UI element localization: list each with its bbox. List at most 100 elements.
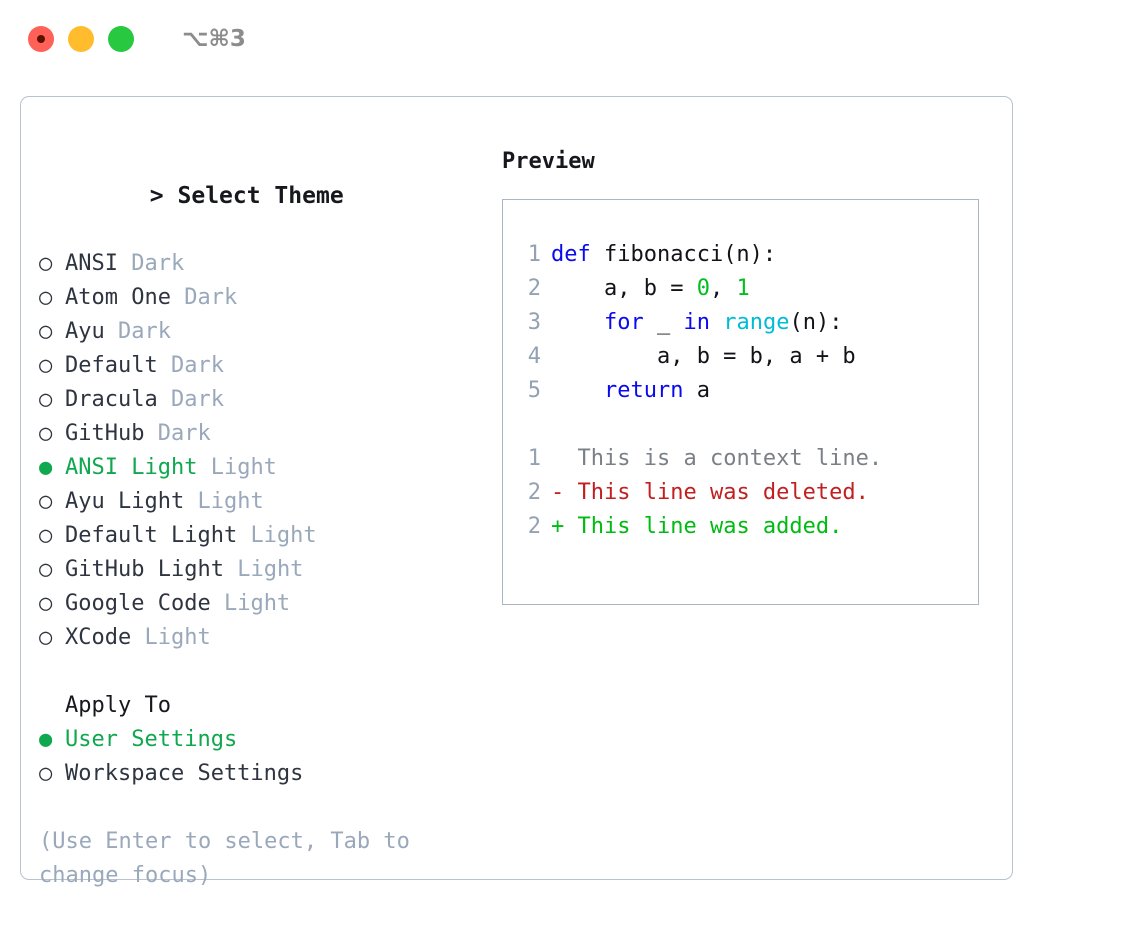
name-tag-separator	[131, 625, 144, 650]
code-token: fibonacci(n):	[603, 242, 777, 267]
name-tag-separator	[224, 557, 237, 582]
code-line-number: 5	[527, 378, 541, 403]
theme-list-item[interactable]: ○ Google Code Light	[39, 587, 489, 621]
theme-picker-header: > Select Theme	[39, 145, 489, 247]
theme-name-label: Google Code	[65, 591, 211, 616]
preview-gap	[517, 408, 978, 442]
theme-variant-tag: Light	[144, 625, 211, 650]
radio-selected-icon[interactable]: ●	[39, 455, 53, 480]
apply-to-label: Workspace Settings	[65, 761, 304, 786]
prompt-caret-icon: >	[149, 183, 164, 209]
diff-line-number: 2	[527, 480, 541, 505]
apply-to-item[interactable]: ● User Settings	[39, 723, 489, 757]
radio-unselected-icon[interactable]: ○	[39, 557, 53, 582]
theme-name-label: Ayu Light	[65, 489, 185, 514]
code-token: a, b = b, a + b	[551, 344, 856, 369]
code-token: (n):	[789, 310, 843, 335]
name-tag-separator	[184, 489, 197, 514]
theme-name-label: ANSI Light	[65, 455, 198, 480]
theme-variant-tag: Dark	[118, 319, 171, 344]
apply-to-header: Apply To	[65, 693, 171, 718]
theme-name-label: Atom One	[65, 285, 171, 310]
code-line-number: 2	[527, 276, 541, 301]
radio-unselected-icon[interactable]: ○	[39, 387, 53, 412]
theme-list-item[interactable]: ○Ayu Dark	[39, 315, 489, 349]
name-tag-separator	[237, 523, 250, 548]
close-button[interactable]	[28, 26, 54, 52]
radio-unselected-icon[interactable]: ○	[39, 761, 53, 786]
radio-unselected-icon[interactable]: ○	[39, 523, 53, 548]
content-frame: > Select Theme ○ANSI Dark○Atom One Dark○…	[20, 96, 1013, 888]
theme-variant-tag: Dark	[157, 421, 211, 446]
diff-marker: +	[551, 514, 565, 539]
theme-list-item[interactable]: ○ XCode Light	[39, 621, 489, 655]
code-token: range	[723, 310, 790, 335]
theme-list-item[interactable]: ○ GitHub Dark	[39, 417, 489, 451]
theme-list-item[interactable]: ○ANSI Dark	[39, 247, 489, 281]
theme-picker-panel: > Select Theme ○ANSI Dark○Atom One Dark○…	[39, 145, 489, 893]
radio-unselected-icon[interactable]: ○	[39, 591, 53, 616]
code-token: 0	[696, 276, 710, 301]
radio-unselected-icon[interactable]: ○	[39, 285, 53, 310]
code-token	[551, 378, 604, 403]
apply-to-label: User Settings	[65, 727, 238, 752]
code-line: 3 for _ in range(n):	[517, 306, 978, 340]
code-token: in	[683, 310, 710, 335]
theme-list-item[interactable]: ○Default Light Light	[39, 519, 489, 553]
name-tag-separator	[105, 319, 118, 344]
preview-title: Preview	[502, 149, 595, 174]
apply-to-item[interactable]: ○ Workspace Settings	[39, 757, 489, 791]
diff-preview: 1 This is a context line.2- This line wa…	[517, 442, 978, 544]
name-tag-separator	[171, 285, 184, 310]
diff-line: 1 This is a context line.	[517, 442, 978, 476]
diff-marker-gap	[564, 480, 577, 505]
window-titlebar: ⌥⌘3	[0, 0, 1140, 78]
theme-variant-tag: Dark	[170, 387, 224, 412]
theme-variant-tag: Light	[223, 591, 291, 616]
radio-unselected-icon[interactable]: ○	[39, 489, 53, 514]
theme-list-item[interactable]: ○ Default Dark	[39, 349, 489, 383]
diff-line: 2+ This line was added.	[517, 510, 978, 544]
radio-unselected-icon[interactable]: ○	[39, 251, 53, 276]
radio-unselected-icon[interactable]: ○	[39, 625, 53, 650]
radio-selected-icon[interactable]: ●	[39, 727, 53, 752]
minimize-button[interactable]	[68, 26, 94, 52]
radio-unselected-icon[interactable]: ○	[39, 421, 53, 446]
theme-list-item[interactable]: ○Atom One Dark	[39, 281, 489, 315]
diff-line-number: 2	[527, 514, 541, 539]
diff-line: 2- This line was deleted.	[517, 476, 978, 510]
theme-variant-tag: Light	[250, 523, 317, 548]
name-tag-separator	[158, 353, 171, 378]
theme-name-label: XCode	[65, 625, 132, 650]
theme-list-item[interactable]: ○Dracula Dark	[39, 383, 489, 417]
diff-marker-gap	[564, 446, 577, 471]
theme-variant-tag: Dark	[131, 251, 185, 276]
radio-unselected-icon[interactable]: ○	[39, 319, 53, 344]
apply-to-list: ● User Settings ○ Workspace Settings	[39, 723, 489, 791]
diff-marker: -	[551, 480, 565, 505]
name-tag-separator	[211, 591, 224, 616]
diff-marker	[551, 446, 564, 471]
name-tag-separator	[118, 251, 131, 276]
radio-unselected-icon[interactable]: ○	[39, 353, 53, 378]
theme-name-label: Default	[65, 353, 158, 378]
code-line-number: 3	[527, 310, 541, 335]
code-token	[710, 310, 723, 335]
code-line: 4 a, b = b, a + b	[517, 340, 978, 374]
list-spacer	[39, 655, 489, 689]
theme-list-item[interactable]: ●ANSI Light Light	[39, 451, 489, 485]
name-tag-separator	[197, 455, 210, 480]
theme-list-item[interactable]: ○Ayu Light Light	[39, 485, 489, 519]
theme-name-label: GitHub	[65, 421, 145, 446]
theme-list: ○ANSI Dark○Atom One Dark○Ayu Dark○Defaul…	[39, 247, 489, 655]
theme-list-item[interactable]: ○GitHub Light Light	[39, 553, 489, 587]
code-token	[551, 310, 604, 335]
code-token: _	[643, 310, 684, 335]
maximize-button[interactable]	[108, 26, 134, 52]
theme-variant-tag: Dark	[170, 353, 224, 378]
code-token: a	[683, 378, 710, 403]
